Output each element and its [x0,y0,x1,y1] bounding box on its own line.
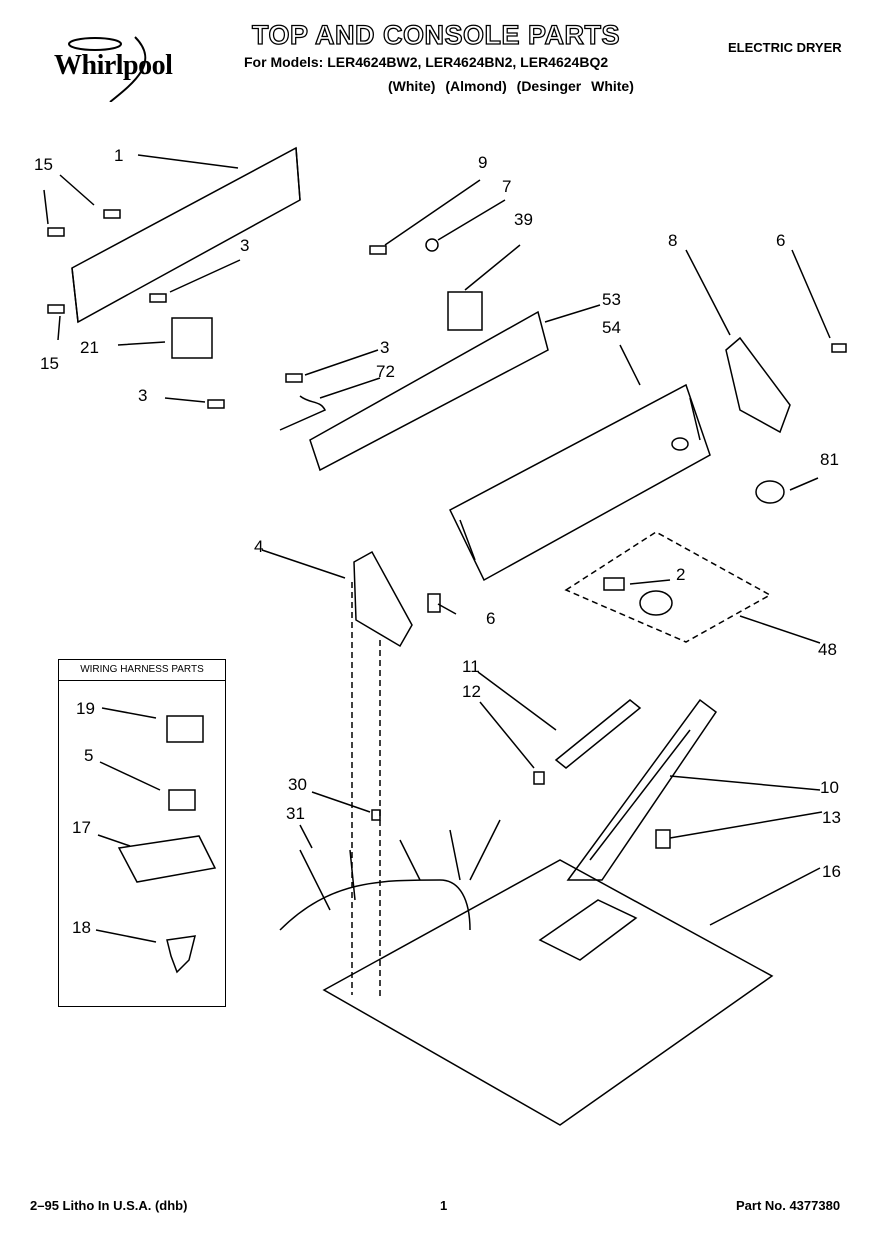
callout-2: 2 [676,565,686,584]
wiring-harness-title: WIRING HARNESS PARTS [59,660,225,681]
brand-wordmark: Whirlpool [54,50,173,81]
wiring-harness-parts-box: WIRING HARNESS PARTS [58,659,226,1007]
part-screw-15b [47,227,65,237]
callout-10: 10 [820,778,839,797]
variant-designer-white: (Desinger White) [516,78,634,94]
part-top-panel [322,859,774,1126]
part-console-back [309,310,549,472]
variant-white: (White) [388,78,436,94]
callout-72: 72 [376,362,395,381]
callout-6b: 6 [486,609,496,628]
footer-part-number: Part No. 4377380 [736,1198,841,1213]
callout-3a: 3 [240,236,250,255]
footer-page-number: 1 [440,1198,448,1213]
part-knob-48 [639,590,673,616]
callout-15a: 15 [34,155,53,174]
callout-3b: 3 [380,338,390,357]
callout-4: 4 [254,537,264,556]
callout-18: 18 [72,918,91,937]
part-knob-81 [755,480,785,504]
part-timer [171,317,213,359]
whirlpool-logo: Whirlpool [40,32,190,102]
part-end-cap [725,336,791,434]
part-wiring-harness [279,879,471,931]
callout-31: 31 [286,804,305,823]
callout-1: 1 [114,146,124,165]
part-console [449,383,711,582]
part-lint-screen [566,698,718,881]
footer-litho: 2–95 Litho In U.S.A. (dhb) [30,1198,188,1213]
page-title: TOP AND CONSOLE PARTS [251,19,621,50]
part-switch [447,291,483,331]
model-variants: (White) (Almond) (Desinger White) [388,78,634,94]
part-lint-housing [538,899,638,961]
variant-almond: (Almond) [445,78,507,94]
document-type: ELECTRIC DRYER [728,40,842,55]
callout-81: 81 [820,450,839,469]
callout-16: 16 [822,862,841,881]
callout-13: 13 [822,808,841,827]
callout-15b: 15 [40,354,59,373]
callout-9: 9 [478,153,488,172]
callout-53: 53 [602,290,621,309]
part-lint-cover [554,699,642,769]
callout-8: 8 [668,231,678,250]
part-screw-15c [47,304,65,314]
callout-12: 12 [462,682,481,701]
part-screw-15a [103,209,121,219]
part-end-cap-left [353,550,413,648]
callout-3c: 3 [138,386,148,405]
callout-11: 11 [462,657,480,676]
models-line: For Models: LER4624BW2, LER4624BN2, LER4… [244,54,609,70]
callout-7: 7 [502,177,512,196]
callout-21: 21 [80,338,99,357]
harness-parts-drawing [117,715,217,974]
logo-swoosh-icon [68,36,147,102]
callout-6a: 6 [776,231,786,250]
callout-19: 19 [76,699,95,718]
callout-39: 39 [514,210,533,229]
callout-17: 17 [72,818,91,837]
callout-30: 30 [288,775,307,794]
callout-48: 48 [818,640,837,659]
part-rear-bracket [71,146,301,324]
callout-54: 54 [602,318,621,337]
callout-5: 5 [84,746,94,765]
